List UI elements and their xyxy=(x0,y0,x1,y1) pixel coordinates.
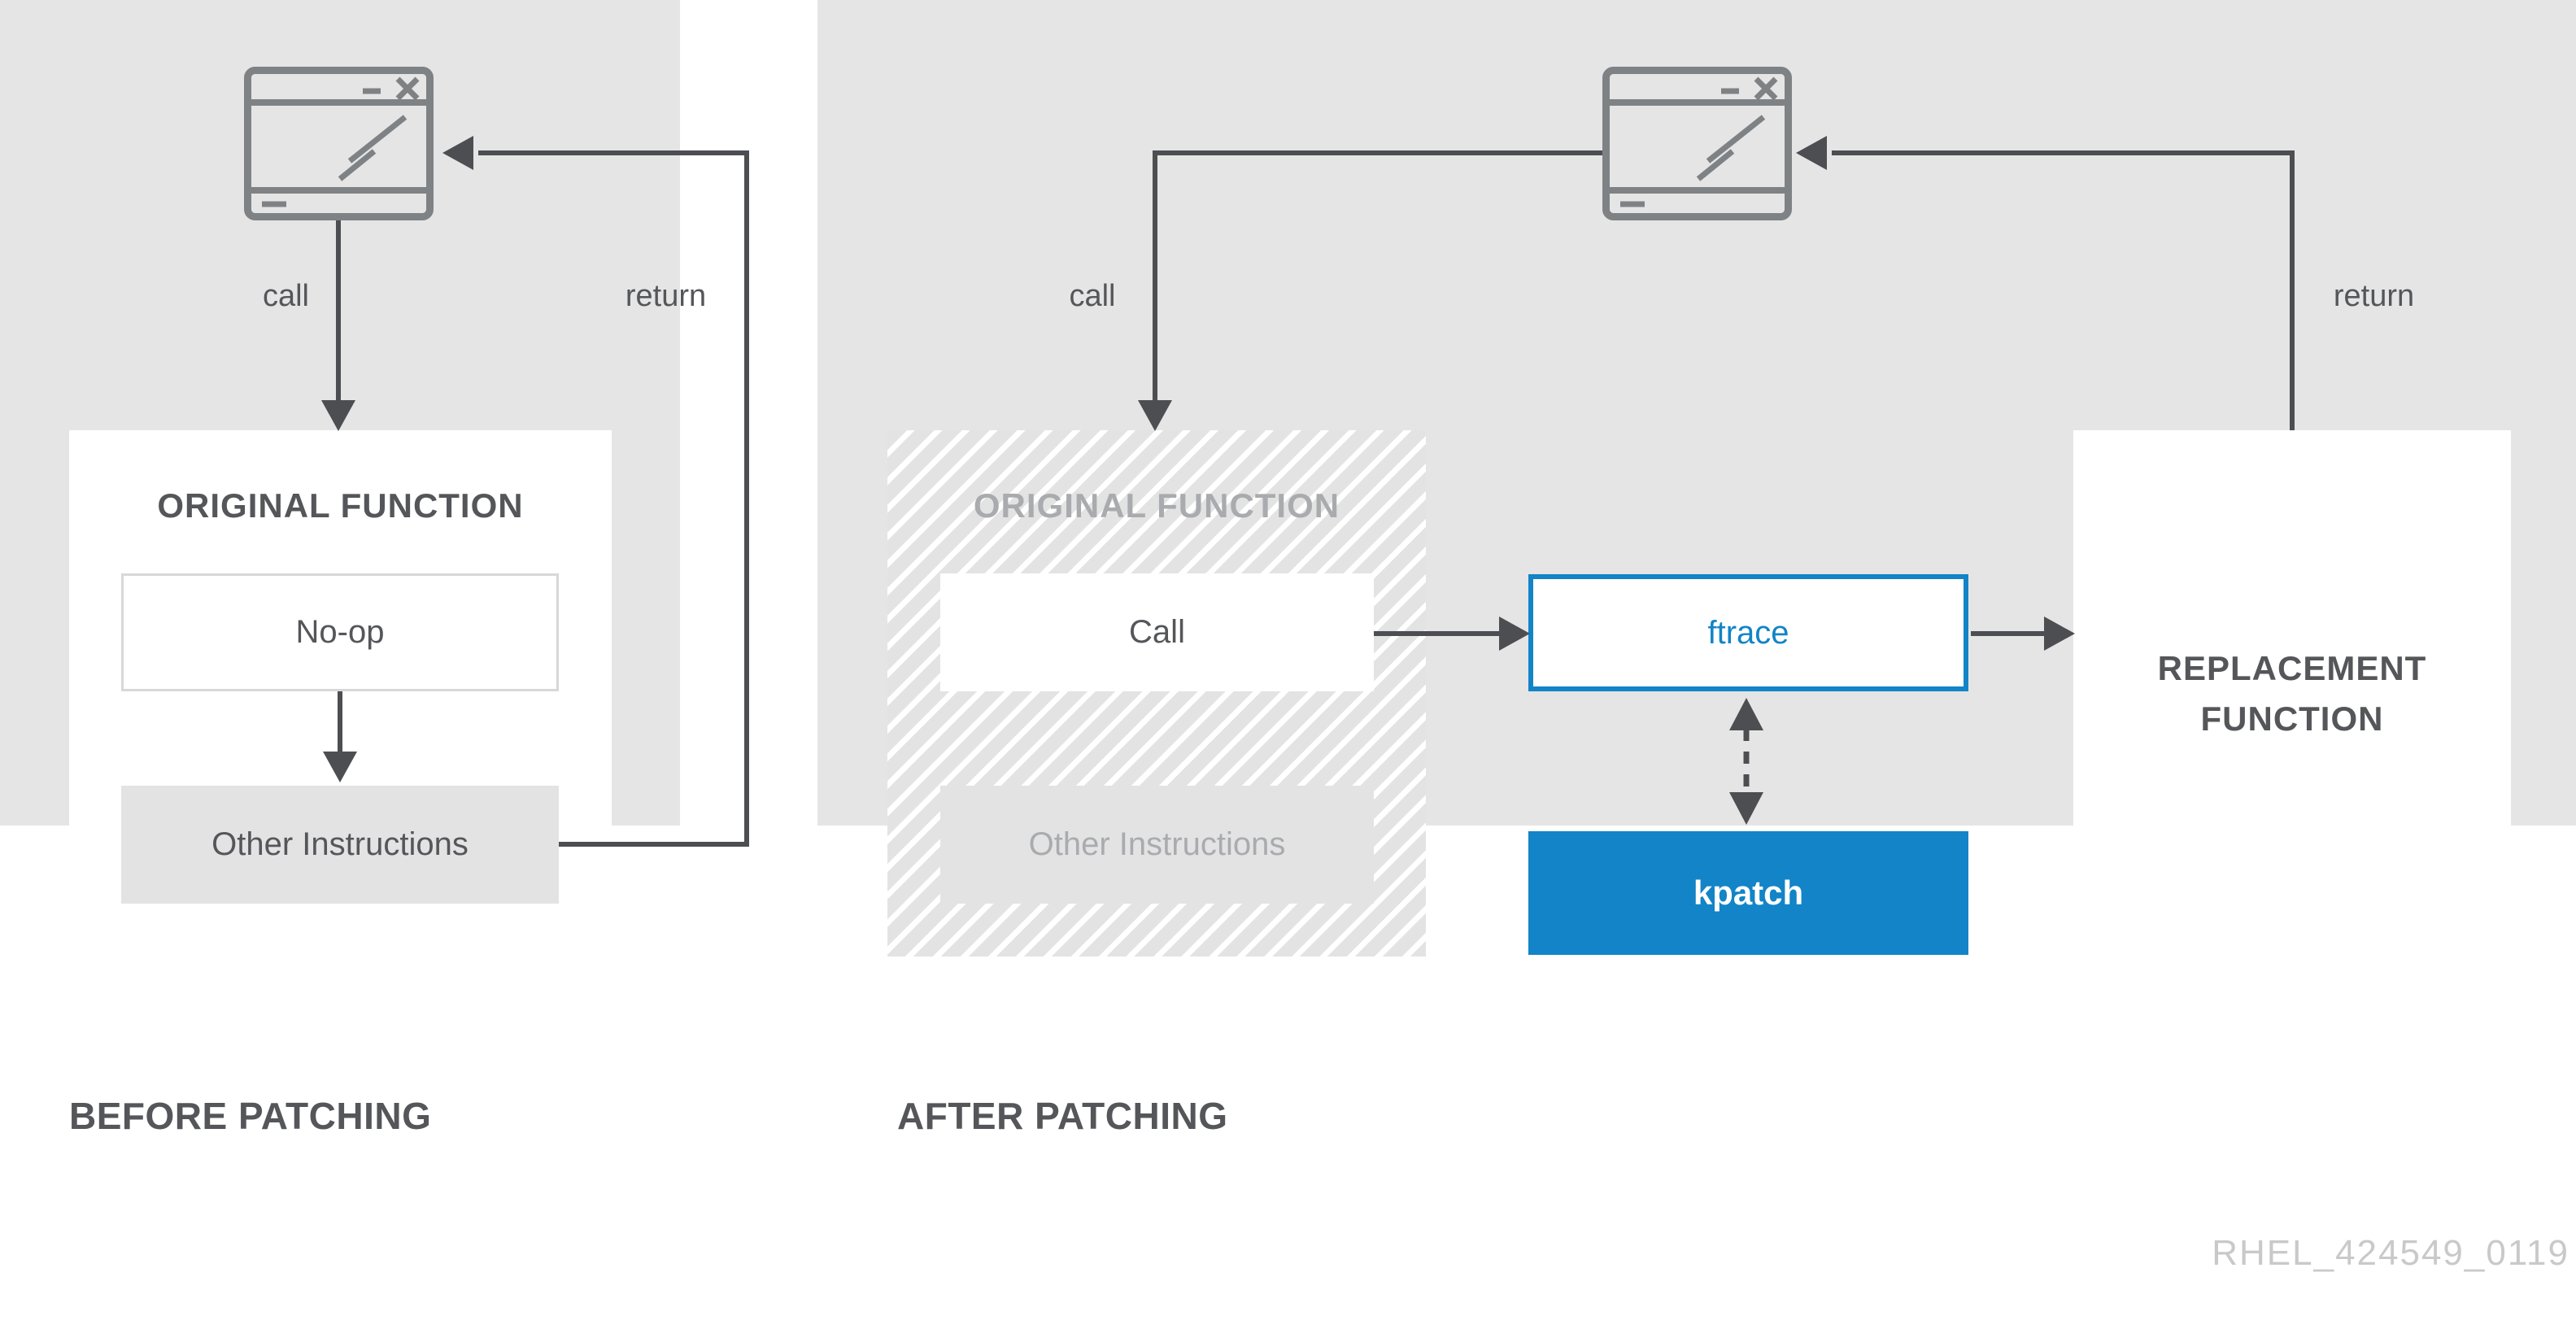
replacement-function-box: REPLACEMENT FUNCTION xyxy=(2073,430,2511,956)
ftrace-box: ftrace xyxy=(1528,574,1968,691)
kpatch-box: kpatch xyxy=(1528,831,1968,955)
window-shine-icon xyxy=(338,115,408,181)
window-shine-icon xyxy=(1696,115,1766,181)
before-other-instructions-box: Other Instructions xyxy=(121,786,559,904)
call-box-label: Call xyxy=(1129,614,1185,650)
before-patching-title: BEFORE PATCHING xyxy=(69,1095,432,1137)
window-icon xyxy=(1602,67,1792,220)
after-other-instructions-box: Other Instructions xyxy=(940,786,1374,904)
after-other-instructions-label: Other Instructions xyxy=(1028,826,1286,862)
after-call-label: call xyxy=(1069,279,1116,313)
noop-box: No-op xyxy=(121,573,559,691)
noop-label: No-op xyxy=(295,614,385,650)
replacement-function-line1: REPLACEMENT xyxy=(2157,648,2427,687)
after-original-function-heading: ORIGINAL FUNCTION xyxy=(973,486,1340,525)
before-call-label: call xyxy=(262,279,309,313)
close-icon xyxy=(395,76,420,101)
ftrace-label: ftrace xyxy=(1707,614,1789,651)
before-original-function-heading: ORIGINAL FUNCTION xyxy=(157,486,524,525)
close-icon xyxy=(1754,76,1778,101)
window-icon xyxy=(244,67,434,220)
after-patching-title: AFTER PATCHING xyxy=(897,1095,1228,1137)
watermark: RHEL_424549_0119 xyxy=(2212,1233,2569,1273)
replacement-function-line2: FUNCTION xyxy=(2200,699,2384,738)
kpatch-label: kpatch xyxy=(1693,874,1804,912)
before-return-label: return xyxy=(625,279,707,313)
before-other-instructions-label: Other Instructions xyxy=(211,826,469,862)
after-return-label: return xyxy=(2333,279,2415,313)
window-frame-icon xyxy=(244,67,434,220)
window-frame-icon xyxy=(1602,67,1792,220)
call-box: Call xyxy=(940,573,1374,691)
